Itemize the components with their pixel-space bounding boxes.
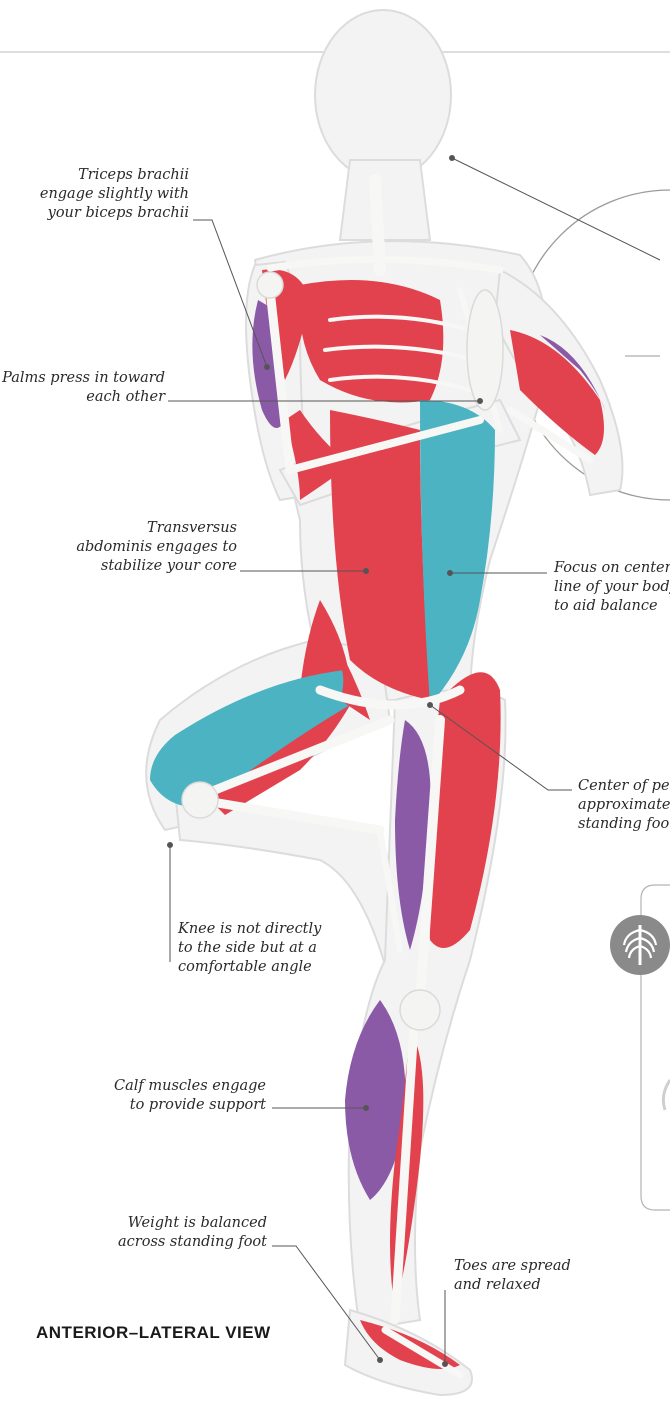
- annotation-line: comfortable angle: [178, 958, 321, 977]
- annotation-triceps: Triceps brachii engage slightly with you…: [40, 166, 189, 223]
- annotation-line: to aid balance: [554, 597, 670, 616]
- annotation-line: engage slightly with: [40, 185, 189, 204]
- transversus-abdominis-muscle: [420, 400, 495, 705]
- annotation-line: to the side but at a: [178, 939, 321, 958]
- annotation-weight: Weight is balanced across standing foot: [118, 1214, 267, 1252]
- annotation-calf: Calf muscles engage to provide support: [114, 1077, 266, 1115]
- annotation-line: Toes are spread: [454, 1257, 571, 1276]
- side-panel-detail: [663, 1080, 670, 1110]
- annotation-line: abdominis engages to: [76, 538, 237, 557]
- annotation-line: Transversus: [76, 519, 237, 538]
- ribcage-icon: [610, 915, 670, 975]
- annotation-line: standing foot: [578, 815, 670, 834]
- annotation-line: Triceps brachii: [40, 166, 189, 185]
- annotation-line: stabilize your core: [76, 557, 237, 576]
- annotation-line: approximatel: [578, 796, 670, 815]
- annotation-transversus: Transversus abdominis engages to stabili…: [76, 519, 237, 576]
- annotation-pelvis: Center of pelv approximatel standing foo…: [578, 777, 670, 834]
- annotation-line: Knee is not directly: [178, 920, 321, 939]
- annotation-line: each other: [2, 388, 165, 407]
- annotation-line: Focus on center: [554, 559, 670, 578]
- annotation-line: Center of pelv: [578, 777, 670, 796]
- annotation-line: to provide support: [114, 1096, 266, 1115]
- annotation-line: Weight is balanced: [118, 1214, 267, 1233]
- annotation-line: Calf muscles engage: [114, 1077, 266, 1096]
- annotation-toes: Toes are spread and relaxed: [454, 1257, 571, 1295]
- quadriceps-muscle-standing: [429, 672, 501, 948]
- annotation-line: line of your body: [554, 578, 670, 597]
- annotation-line: and relaxed: [454, 1276, 571, 1295]
- annotation-line: across standing foot: [118, 1233, 267, 1252]
- annotation-line: Palms press in toward: [2, 369, 165, 388]
- annotation-focus: Focus on center line of your body to aid…: [554, 559, 670, 616]
- annotation-palms: Palms press in toward each other: [2, 369, 165, 407]
- annotation-knee: Knee is not directly to the side but at …: [178, 920, 321, 977]
- view-title: ANTERIOR–LATERAL VIEW: [36, 1323, 271, 1343]
- annotation-line: your biceps brachii: [40, 204, 189, 223]
